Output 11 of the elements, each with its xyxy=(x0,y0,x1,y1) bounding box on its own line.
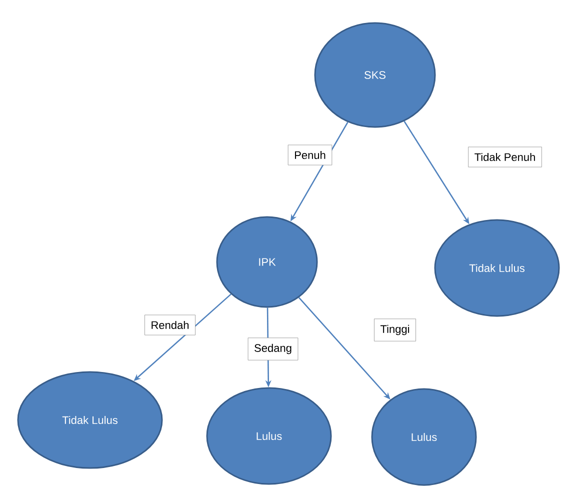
ellipse-node: IPK xyxy=(216,216,318,308)
ellipse-node: Tidak Lulus xyxy=(434,219,560,317)
ellipse-node: Lulus xyxy=(206,387,332,485)
edge-label: Tidak Penuh xyxy=(468,146,542,168)
edge-label: Rendah xyxy=(144,314,196,336)
edge-label: Sedang xyxy=(248,338,298,360)
edge-label: Tinggi xyxy=(374,318,416,342)
ellipse-node: Lulus xyxy=(371,388,477,486)
edge-label: Penuh xyxy=(288,144,332,166)
ellipse-node: Tidak Lulus xyxy=(17,371,163,469)
ellipse-node: SKS xyxy=(314,22,436,128)
